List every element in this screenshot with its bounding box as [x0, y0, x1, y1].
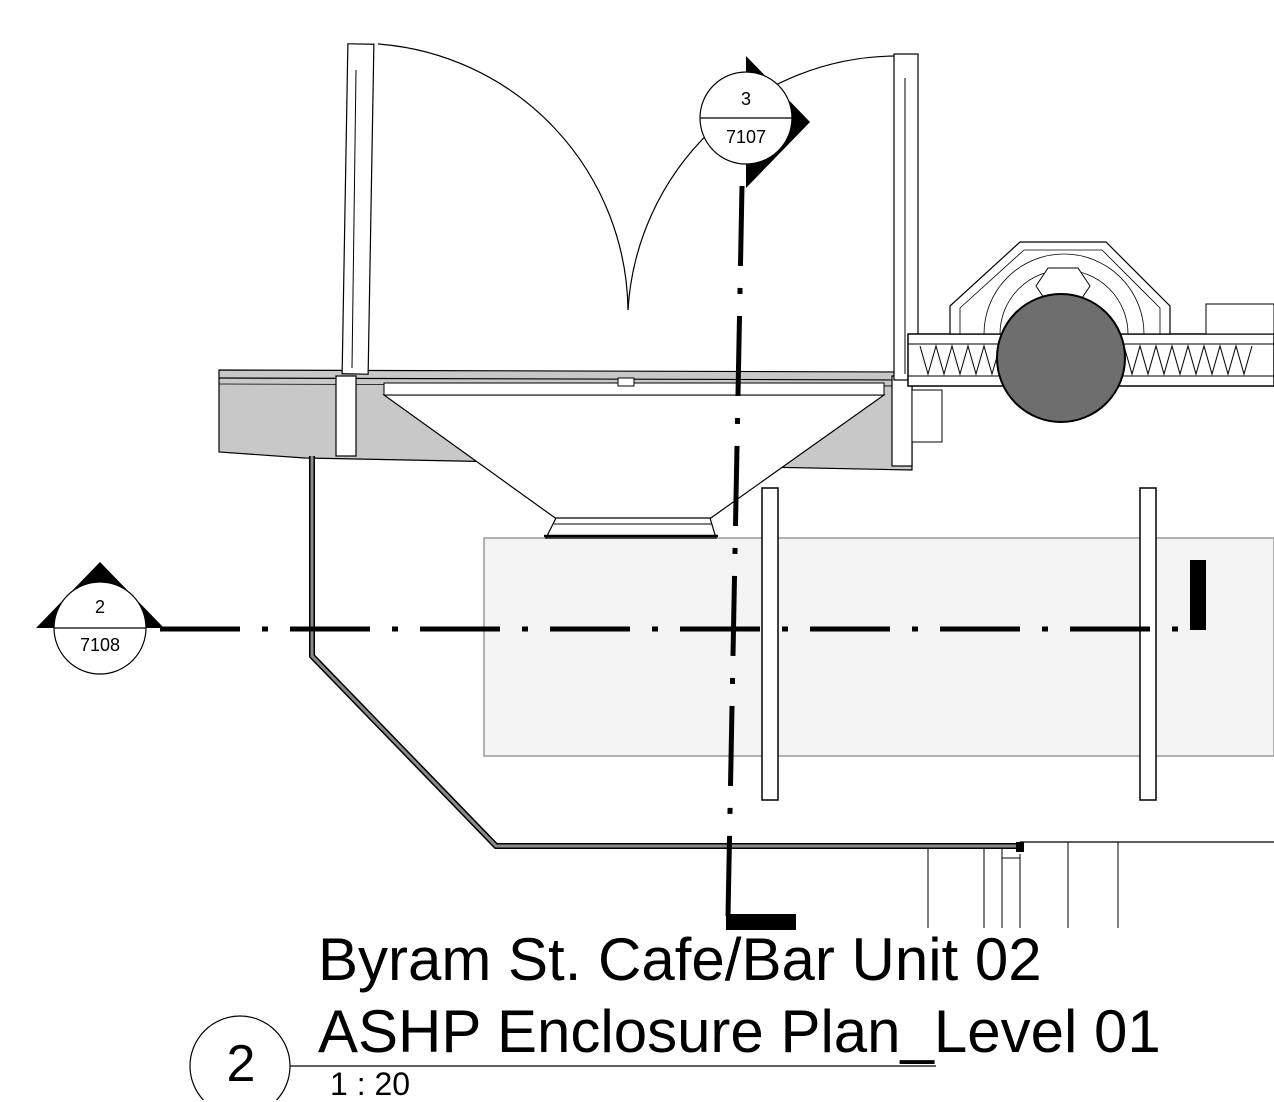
drawing-title-line-2: ASHP Enclosure Plan_Level 01	[318, 998, 1161, 1065]
wall-top-line	[218, 377, 913, 381]
door-swing-arc-left	[377, 43, 629, 311]
jamb-right-trim	[911, 389, 943, 443]
enclosure-end-cap	[1016, 842, 1024, 852]
jamb-left	[335, 375, 357, 457]
wall-box-far-right	[1205, 303, 1274, 335]
hopper-base	[545, 517, 717, 539]
door-leaf-right	[893, 53, 919, 381]
section-2-end-flag	[1190, 560, 1206, 630]
drawing-scale: 1 : 20	[330, 1066, 411, 1102]
jamb-right	[891, 375, 913, 467]
mounting-rail-right	[1139, 487, 1157, 801]
louvre-clip	[617, 377, 635, 387]
drawing-title-line-1: Byram St. Cafe/Bar Unit 02	[318, 926, 1042, 993]
section-3-number: 3	[740, 89, 751, 109]
mounting-rail-left	[761, 487, 779, 801]
pipe-cowl-inner	[959, 249, 1161, 335]
section-2-number: 2	[94, 597, 105, 617]
section-3-end-flag	[726, 914, 796, 930]
door-leaf-left	[341, 43, 375, 375]
enclosure-wall-line-inner	[310, 456, 1020, 848]
insulation-zigzag-left	[919, 344, 1001, 376]
pipe-cowl-arc	[983, 253, 1145, 335]
insulation-zigzag-right	[1123, 344, 1253, 376]
section-3-sheet: 7107	[725, 127, 767, 147]
section-2-sheet: 7108	[79, 635, 121, 655]
view-number: 2	[226, 1035, 256, 1093]
door-leaf-left-inner	[351, 69, 357, 369]
section-line-3	[725, 185, 745, 917]
ashp-duct-pipe	[996, 293, 1126, 423]
